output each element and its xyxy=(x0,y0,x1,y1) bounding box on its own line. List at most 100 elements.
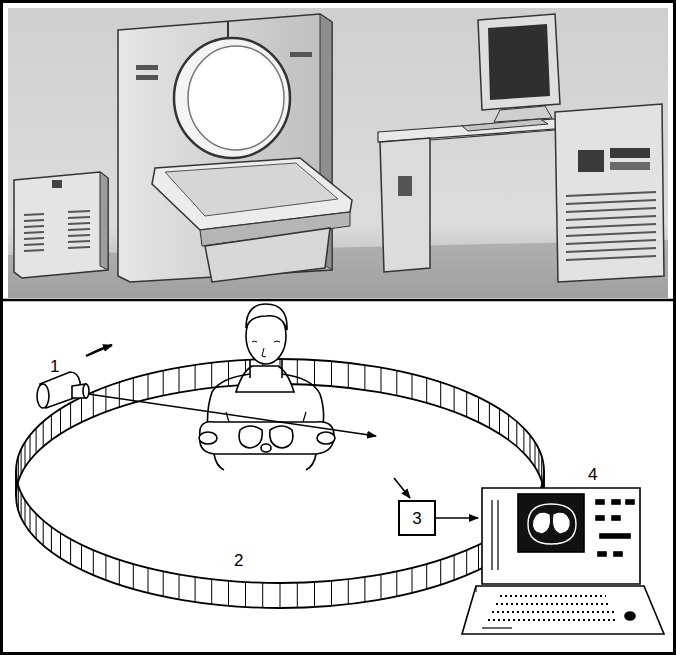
detector-segment xyxy=(16,464,17,489)
detector-segment xyxy=(466,392,467,417)
detector-segment xyxy=(133,564,134,589)
detector-segment xyxy=(51,415,52,440)
detector-segment xyxy=(43,422,44,447)
callout-number: 3 xyxy=(400,510,434,527)
detector-segment xyxy=(195,365,196,390)
detector-segment xyxy=(51,527,52,552)
detector-ring xyxy=(16,359,544,608)
computer xyxy=(462,488,664,634)
detector-segment xyxy=(440,382,441,407)
detector-segment xyxy=(297,583,298,608)
signal-wire xyxy=(394,478,410,498)
detector-segment xyxy=(454,387,455,412)
detector-segment xyxy=(478,545,479,570)
detector-segment xyxy=(25,500,26,525)
detector-segment xyxy=(163,371,164,396)
data-link-arrow xyxy=(436,517,478,519)
detector-segment xyxy=(228,361,229,386)
detector-segment xyxy=(133,378,134,403)
detector-segment xyxy=(523,428,524,453)
detector-segment xyxy=(331,581,332,606)
photo-background xyxy=(8,8,668,298)
detector-segment xyxy=(30,435,31,460)
detector-segment xyxy=(262,583,263,608)
detector-segment xyxy=(381,575,382,600)
detector-segment xyxy=(331,361,332,386)
callout-number: 1 xyxy=(50,358,59,375)
detector-segment xyxy=(36,514,37,539)
panel-divider xyxy=(3,299,673,302)
detector-segment xyxy=(348,579,349,604)
xray-beam xyxy=(88,394,376,436)
detector-segment xyxy=(21,493,22,518)
detector-segment xyxy=(297,359,298,384)
detector-segment xyxy=(119,382,120,407)
detector-segment xyxy=(81,397,82,422)
detector-segment xyxy=(543,464,544,489)
detector-segment xyxy=(489,403,490,428)
detector-segment xyxy=(211,579,212,604)
detector-segment xyxy=(60,533,61,558)
detector-segment xyxy=(541,456,542,481)
detector-segment xyxy=(516,422,517,447)
detector-segment xyxy=(396,571,397,596)
detector-segment xyxy=(179,575,180,600)
callout-number: 4 xyxy=(588,466,597,483)
detector-segment xyxy=(466,550,467,575)
ct-equipment-photo xyxy=(8,8,668,298)
detector-segment xyxy=(364,365,365,390)
detector-segment xyxy=(508,415,509,440)
detector-segment xyxy=(314,582,315,607)
xray-tube xyxy=(37,372,89,408)
detector-segment xyxy=(195,577,196,602)
power-cabinet xyxy=(14,172,108,278)
detector-segment xyxy=(70,539,71,564)
detector-segment xyxy=(530,435,531,460)
detector-segment xyxy=(454,555,455,580)
detector-segment xyxy=(119,560,120,585)
detector-segment xyxy=(36,428,37,453)
detector-segment xyxy=(105,555,106,580)
detector-segment xyxy=(93,550,94,575)
computer-node: 4 xyxy=(478,466,642,638)
detector-segment xyxy=(18,486,19,511)
detector-segment xyxy=(538,449,539,474)
detector-segment xyxy=(426,564,427,589)
callout-number: 2 xyxy=(234,552,243,569)
rotation-arrow xyxy=(86,345,112,356)
detector-segment xyxy=(280,583,281,608)
detector-segment xyxy=(81,545,82,570)
detector-segment xyxy=(211,363,212,388)
detector-segment xyxy=(364,577,365,602)
detector-segment xyxy=(228,581,229,606)
detector-segment xyxy=(179,368,180,393)
detector-segment xyxy=(163,571,164,596)
detector-segment xyxy=(25,442,26,467)
detector-segment xyxy=(381,368,382,393)
detector-segment xyxy=(314,360,315,385)
detector-segment xyxy=(30,507,31,532)
detector-segment xyxy=(535,442,536,467)
detector-segment xyxy=(148,374,149,399)
detector-segment xyxy=(18,456,19,481)
processor-box: 3 xyxy=(398,500,436,536)
detector-segment xyxy=(148,568,149,593)
patient xyxy=(199,304,335,470)
detector-segment xyxy=(412,374,413,399)
detector-segment xyxy=(70,403,71,428)
detector-segment xyxy=(440,560,441,585)
detector-segment xyxy=(21,449,22,474)
detector-segment xyxy=(478,397,479,422)
detector-segment xyxy=(43,521,44,546)
operator-console xyxy=(378,14,664,282)
detector-segment xyxy=(396,371,397,396)
detector-segment xyxy=(105,387,106,412)
detector-segment xyxy=(348,363,349,388)
detector-segment xyxy=(60,409,61,434)
detector-segment xyxy=(499,409,500,434)
